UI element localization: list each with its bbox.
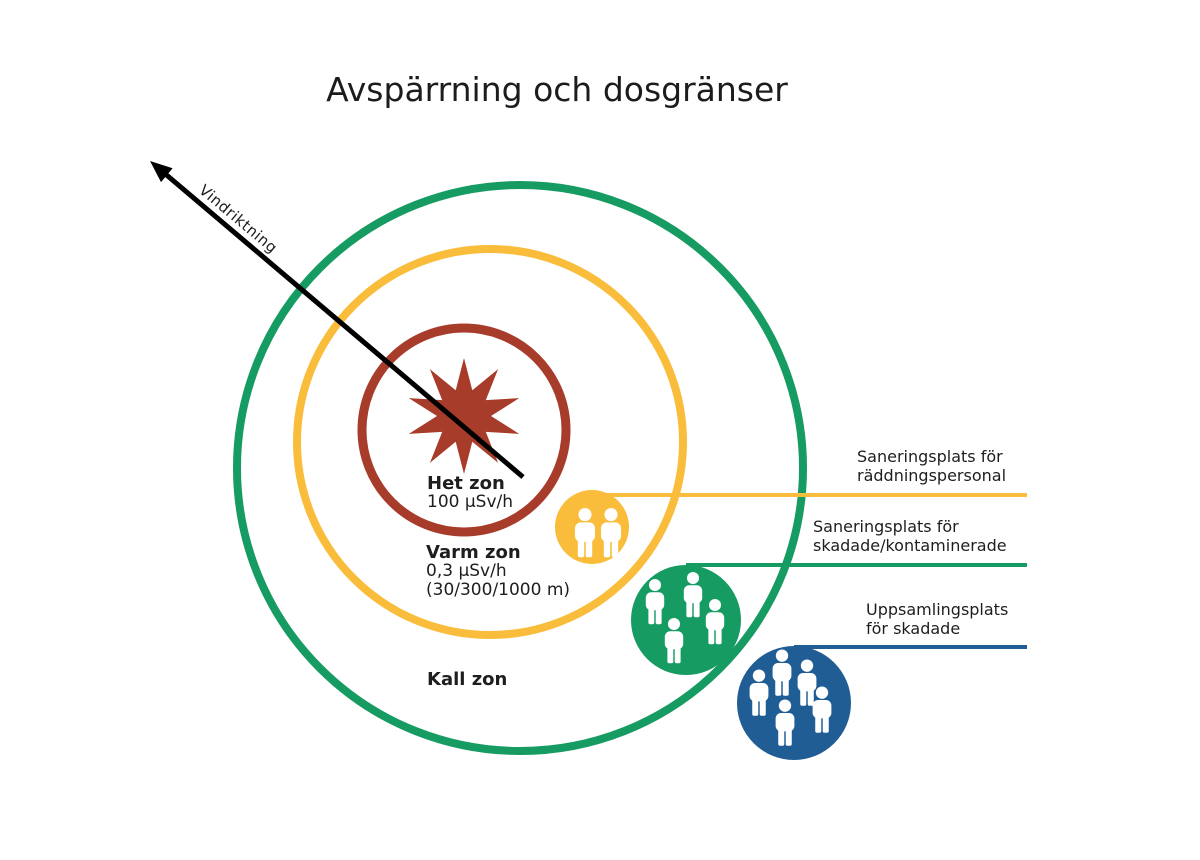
- hot-zone-dose: 100 µSv/h: [427, 492, 514, 512]
- cold-zone-circle: [233, 181, 807, 755]
- wind-direction-arrow-icon: [150, 161, 525, 479]
- station-label-decon-injured: Saneringsplats för skadade/kontaminerade: [813, 517, 1007, 555]
- station-circle-assembly-injured: [737, 646, 851, 760]
- station-circle-decon-injured: [631, 565, 741, 675]
- station-label-line: Saneringsplats för: [813, 517, 959, 536]
- cold-zone-label: Kall zon: [427, 670, 507, 689]
- warm-zone-dose: 0,3 µSv/h: [426, 561, 507, 581]
- warm-zone-distances: (30/300/1000 m): [426, 580, 571, 600]
- warm-zone-label: Varm zon 0,3 µSv/h (30/300/1000 m): [426, 543, 570, 600]
- radiation-source-icon: [408, 358, 520, 474]
- hot-zone-label: Het zon 100 µSv/h: [427, 474, 513, 512]
- station-label-line: räddningspersonal: [857, 466, 1007, 485]
- station-label-line: skadade/kontaminerade: [813, 536, 1007, 555]
- hot-zone-name: Het zon: [427, 473, 505, 494]
- station-label-assembly-injured: Uppsamlingsplats för skadade: [866, 600, 1008, 638]
- hot-zone-circle: [357, 323, 571, 537]
- station-label-line: Uppsamlingsplats: [866, 600, 1009, 619]
- station-label-decon-personnel: Saneringsplats för räddningspersonal: [857, 447, 1006, 485]
- cold-zone-name: Kall zon: [427, 669, 508, 690]
- warm-zone-circle: [293, 245, 687, 639]
- station-label-line: Saneringsplats för: [857, 447, 1003, 466]
- station-label-line: för skadade: [866, 619, 961, 638]
- warm-zone-name: Varm zon: [426, 542, 521, 563]
- page-title: Avspärrning och dosgränser: [326, 70, 788, 109]
